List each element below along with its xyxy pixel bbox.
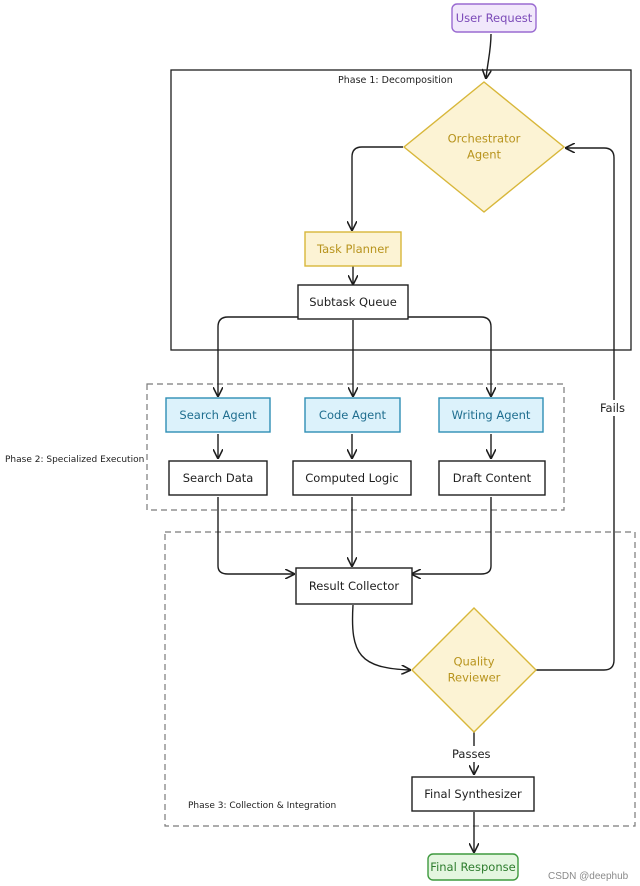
edge-collector-to-reviewer <box>351 604 410 670</box>
node-result-collector[interactable]: Result Collector <box>295 567 413 605</box>
node-draft-content[interactable]: Draft Content <box>438 460 546 496</box>
svg-text:Draft Content: Draft Content <box>453 471 532 485</box>
phase3-label: Phase 3: Collection & Integration <box>188 801 336 811</box>
node-task-planner[interactable]: Task Planner <box>304 231 402 267</box>
svg-text:Final Synthesizer: Final Synthesizer <box>424 787 522 801</box>
phase2-container: Phase 2: Specialized Execution <box>5 383 565 511</box>
node-final-response[interactable]: Final Response <box>427 853 519 881</box>
node-quality-reviewer[interactable]: Quality Reviewer <box>411 607 537 733</box>
node-writing-agent[interactable]: Writing Agent <box>438 397 544 433</box>
svg-text:Result Collector: Result Collector <box>309 579 400 593</box>
node-user-request[interactable]: User Request <box>451 3 537 33</box>
node-orchestrator-agent[interactable]: Orchestrator Agent <box>402 81 566 213</box>
edge-queue-to-writing <box>408 316 491 396</box>
edge-draft-to-collector <box>412 497 492 574</box>
edge-orchestrator-to-planner <box>352 146 403 230</box>
svg-text:Subtask Queue: Subtask Queue <box>309 295 397 309</box>
node-code-agent[interactable]: Code Agent <box>304 397 401 433</box>
svg-text:Computed Logic: Computed Logic <box>305 471 398 485</box>
phase1-label: Phase 1: Decomposition <box>338 75 453 86</box>
svg-text:Final Response: Final Response <box>430 860 515 874</box>
svg-text:Task Planner: Task Planner <box>316 242 389 256</box>
phase2-label: Phase 2: Specialized Execution <box>5 455 144 465</box>
svg-text:User Request: User Request <box>456 11 533 25</box>
node-subtask-queue[interactable]: Subtask Queue <box>297 284 409 320</box>
edge-queue-to-search <box>218 316 298 396</box>
phase1-container: Phase 1: Decomposition <box>170 69 632 351</box>
svg-text:Search Data: Search Data <box>183 471 254 485</box>
svg-text:Reviewer: Reviewer <box>448 671 501 685</box>
svg-text:Quality: Quality <box>453 655 494 669</box>
node-final-synthesizer[interactable]: Final Synthesizer <box>411 776 535 812</box>
svg-text:Orchestrator: Orchestrator <box>448 132 521 146</box>
node-search-data[interactable]: Search Data <box>168 460 268 496</box>
edge-label-fails: Fails <box>600 401 625 415</box>
svg-text:Agent: Agent <box>467 148 502 162</box>
edge-data-to-collector <box>217 497 294 574</box>
watermark: CSDN @deephub <box>548 871 629 882</box>
node-computed-logic[interactable]: Computed Logic <box>292 460 412 496</box>
svg-text:Writing Agent: Writing Agent <box>452 408 531 422</box>
edge-label-passes: Passes <box>452 747 491 761</box>
svg-text:Code Agent: Code Agent <box>319 408 387 422</box>
phase3-container: Phase 3: Collection & Integration <box>164 531 636 827</box>
svg-text:Search Agent: Search Agent <box>179 408 257 422</box>
edge-request-to-orchestrator <box>486 33 491 78</box>
node-search-agent[interactable]: Search Agent <box>165 397 271 433</box>
